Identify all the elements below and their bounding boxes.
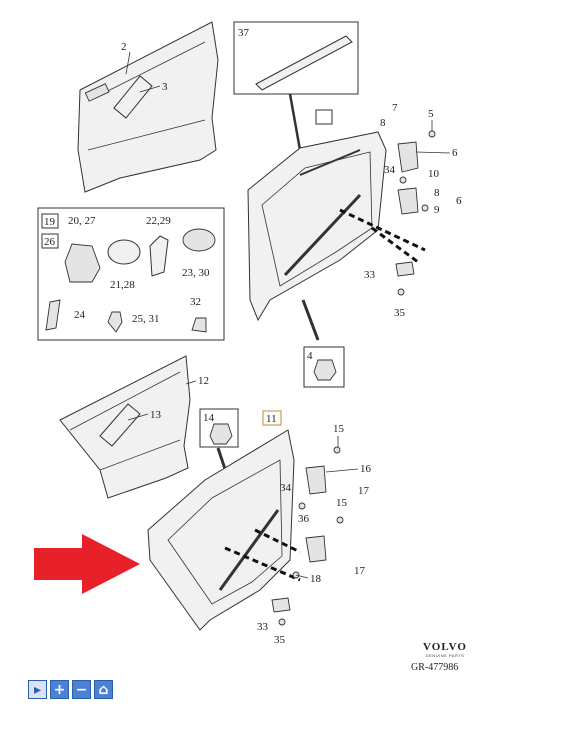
label-34b: 34 (280, 482, 292, 494)
label-37: 37 (238, 27, 250, 39)
label-6a: 6 (452, 147, 458, 159)
label-23-30: 23, 30 (182, 267, 210, 279)
label-12: 12 (198, 375, 209, 387)
label-15a: 15 (333, 423, 345, 435)
label-35a: 35 (394, 307, 406, 319)
label-21-28: 21,28 (110, 279, 135, 291)
label-35b: 35 (274, 634, 286, 646)
red-arrow-icon (34, 534, 140, 594)
label-16: 16 (360, 463, 372, 475)
label-34a: 34 (384, 164, 396, 176)
label-15b: 15 (336, 497, 348, 509)
volvo-logo: VOLVO GENUINE PARTS (415, 641, 475, 658)
select-cursor-button[interactable]: ▸ (28, 680, 47, 699)
home-icon: ⌂ (98, 681, 109, 698)
label-13: 13 (150, 409, 162, 421)
label-9: 9 (434, 204, 440, 216)
label-33b: 33 (257, 621, 269, 633)
hinge-rear (292, 446, 344, 579)
moulding-strip (255, 35, 353, 91)
label-2: 2 (121, 41, 127, 53)
rear-door-frame (147, 429, 295, 631)
label-20-27: 20, 27 (68, 215, 96, 227)
label-22-29: 22,29 (146, 215, 171, 227)
door-trim-insert-rear (99, 403, 141, 447)
brand-name: VOLVO (423, 641, 467, 653)
diagram-reference: GR-477986 (411, 662, 459, 673)
door-trim-insert (113, 75, 153, 119)
label-8a: 8 (380, 117, 386, 129)
label-6b: 6 (456, 195, 462, 207)
label-32: 32 (190, 296, 201, 308)
zoom-out-button[interactable]: − (72, 680, 91, 699)
label-25-31: 25, 31 (132, 313, 160, 325)
label-4: 4 (307, 350, 313, 362)
label-36: 36 (298, 513, 310, 525)
plus-icon: + (53, 681, 66, 698)
front-door-frame (247, 131, 387, 322)
label-18: 18 (310, 573, 322, 585)
zoom-in-button[interactable]: + (50, 680, 69, 699)
check-strap-front (395, 261, 415, 277)
home-button[interactable]: ⌂ (94, 680, 113, 699)
label-10: 10 (428, 168, 440, 180)
label-24: 24 (74, 309, 86, 321)
label-26: 26 (44, 236, 56, 248)
label-8b: 8 (434, 187, 440, 199)
door-trim-panel-front (77, 21, 219, 193)
brand-subtitle: GENUINE PARTS (425, 653, 465, 658)
label-3: 3 (162, 81, 168, 93)
label-11: 11 (266, 413, 277, 425)
label-5: 5 (428, 108, 434, 120)
minus-icon: − (75, 681, 88, 698)
zoom-toolbar: ▸ + − ⌂ (28, 680, 113, 699)
label-17b: 17 (354, 565, 366, 577)
label-7: 7 (392, 102, 398, 114)
check-strap-rear (271, 597, 291, 613)
detail-box-4 (303, 346, 345, 388)
cursor-icon: ▸ (33, 681, 42, 698)
label-33a: 33 (364, 269, 376, 281)
label-19: 19 (44, 216, 56, 228)
detail-box-37 (233, 21, 359, 95)
label-17a: 17 (358, 485, 370, 497)
hinge-upper-front (397, 130, 436, 215)
label-14: 14 (203, 412, 215, 424)
